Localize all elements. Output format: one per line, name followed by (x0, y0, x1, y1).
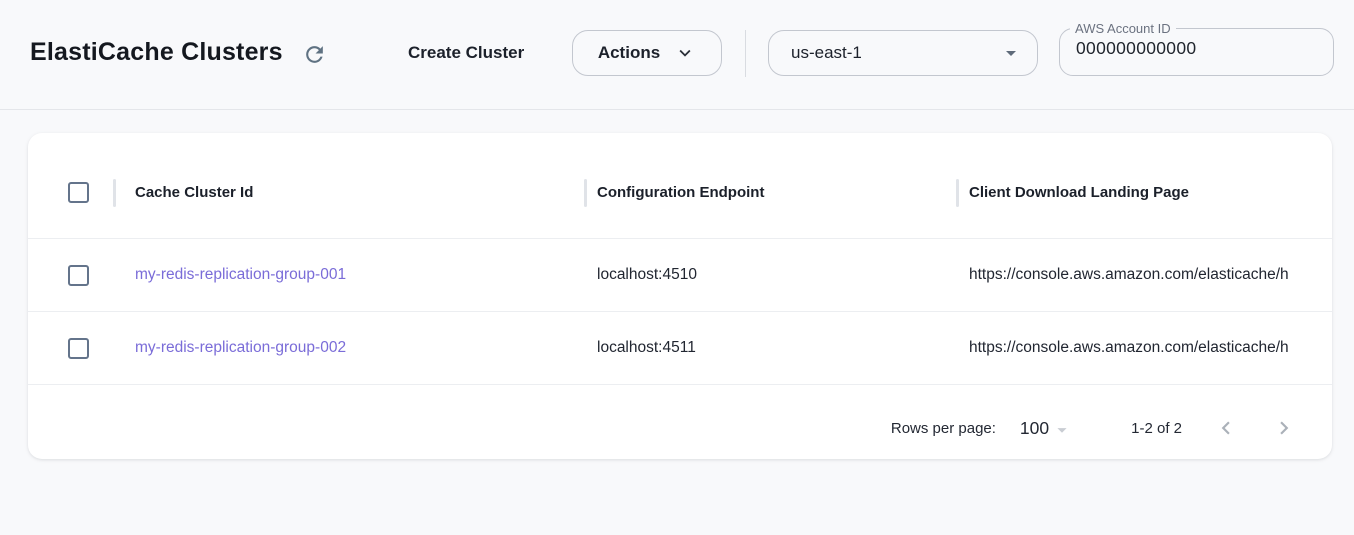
chevron-down-icon (674, 42, 696, 64)
landing-page-url: https://console.aws.amazon.com/elasticac… (969, 266, 1289, 283)
column-header-configuration-endpoint[interactable]: Configuration Endpoint (584, 147, 956, 238)
select-all-checkbox[interactable] (68, 182, 89, 203)
table-row: my-redis-replication-group-001 localhost… (28, 239, 1332, 312)
row-checkbox[interactable] (68, 264, 89, 286)
chevron-right-icon (1271, 415, 1297, 441)
chevron-left-icon (1213, 415, 1239, 441)
rows-per-page-value: 100 (1019, 417, 1050, 438)
refresh-icon (302, 42, 327, 67)
landing-page-url: https://console.aws.amazon.com/elasticac… (969, 339, 1289, 356)
region-select-value: us-east-1 (791, 43, 862, 62)
configuration-endpoint-value: localhost:4511 (597, 339, 696, 356)
row-checkbox[interactable] (68, 337, 89, 359)
actions-menu-button[interactable]: Actions (572, 30, 722, 76)
table-pagination: Rows per page: 100 1-2 of 2 (28, 385, 1332, 459)
refresh-button[interactable] (300, 40, 328, 68)
toolbar-divider (745, 30, 746, 77)
column-header-client-download-landing-page[interactable]: Client Download Landing Page (956, 147, 1332, 238)
dropdown-arrow-icon (999, 41, 1023, 65)
actions-button-label: Actions (597, 43, 661, 62)
cluster-id-link[interactable]: my-redis-replication-group-002 (135, 339, 347, 356)
next-page-button[interactable] (1264, 408, 1304, 448)
rows-per-page-select[interactable]: 100 (1020, 418, 1073, 439)
previous-page-button[interactable] (1206, 408, 1246, 448)
aws-account-id-label: AWS Account ID (1075, 21, 1171, 36)
pagination-range-label: 1-2 of 2 (1131, 419, 1182, 437)
region-select[interactable]: us-east-1 (768, 30, 1038, 76)
configuration-endpoint-value: localhost:4510 (597, 266, 697, 283)
aws-account-id-field: AWS Account ID (1059, 21, 1334, 76)
cluster-id-link[interactable]: my-redis-replication-group-001 (135, 266, 347, 283)
dropdown-arrow-icon (1051, 419, 1073, 439)
table-header-row: Cache Cluster Id Configuration Endpoint … (28, 147, 1332, 239)
page-title: ElastiCache Clusters (30, 38, 283, 66)
clusters-table-card: Cache Cluster Id Configuration Endpoint … (28, 133, 1332, 459)
table-row: my-redis-replication-group-002 localhost… (28, 312, 1332, 385)
aws-account-id-input[interactable] (1060, 36, 1333, 65)
rows-per-page-label: Rows per page: (890, 419, 996, 437)
column-header-cache-cluster-id[interactable]: Cache Cluster Id (113, 147, 584, 238)
page-header: ElastiCache Clusters Create Cluster Acti… (0, 0, 1354, 110)
create-cluster-button[interactable]: Create Cluster (396, 28, 536, 78)
